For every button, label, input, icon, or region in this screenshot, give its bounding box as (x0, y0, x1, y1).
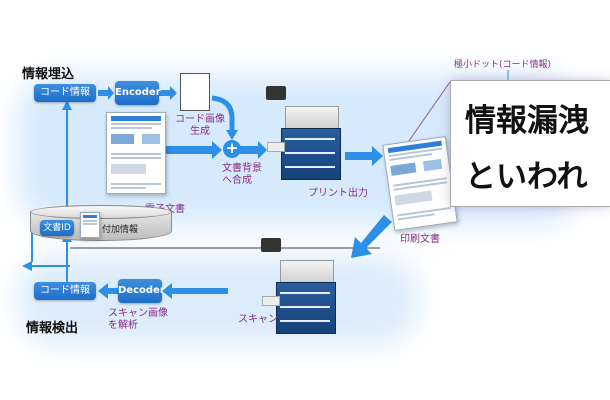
printer-top (263, 86, 343, 181)
code-info-box-top: コード情報 (34, 84, 96, 102)
print-output-label: プリント出力 (308, 188, 368, 199)
heading-detect: 情報検出 (26, 321, 79, 336)
analyze-label: スキャン画像 を解析 (108, 308, 168, 331)
bottom-glow (18, 255, 418, 345)
left-out-arrow (22, 261, 32, 271)
printed-doc-label: 印刷文書 (400, 234, 440, 245)
arrow-printer-doc (345, 146, 383, 166)
arrow-doc-plus (165, 141, 222, 159)
zoom-caption: 極小ドット(コード情報) (454, 60, 552, 70)
bg-merge-label: 文書背景 へ合成 (222, 163, 262, 186)
zoom-connector-a (403, 81, 451, 149)
zoom-line-1: 情報漏洩 (465, 103, 589, 139)
doc-id-box: 文書ID (40, 220, 74, 236)
arrow-scanner-decoder (162, 283, 228, 299)
decoder-box: Decoder (118, 279, 165, 303)
code-info-box-bottom: コード情報 (34, 282, 96, 300)
arrow-image-plus (211, 95, 235, 132)
heading-embed: 情報埋込 (22, 67, 75, 82)
extra-info-label: 付加情報 (102, 225, 139, 235)
merge-plus-icon: + (223, 140, 241, 158)
electronic-document (106, 112, 166, 194)
arrow-plus-printer (240, 141, 267, 159)
arrow-decoder-code (98, 283, 118, 299)
arrow-code-encoder (98, 86, 114, 100)
encoder-box: Encoder (115, 81, 161, 105)
printed-document (382, 135, 458, 232)
arrow-encoder-image (158, 86, 177, 100)
code-image-label: コード画像 生成 (175, 114, 225, 137)
db-document-thumb (80, 212, 100, 238)
code-image-blank (180, 73, 210, 111)
zoom-line-2: といわれ (465, 159, 588, 195)
zoom-panel: 情報漏洩 といわれ (450, 80, 610, 207)
scan-label: スキャン (238, 314, 278, 325)
scanner-bottom (258, 238, 338, 336)
arrow-doc-scanner (351, 215, 392, 258)
